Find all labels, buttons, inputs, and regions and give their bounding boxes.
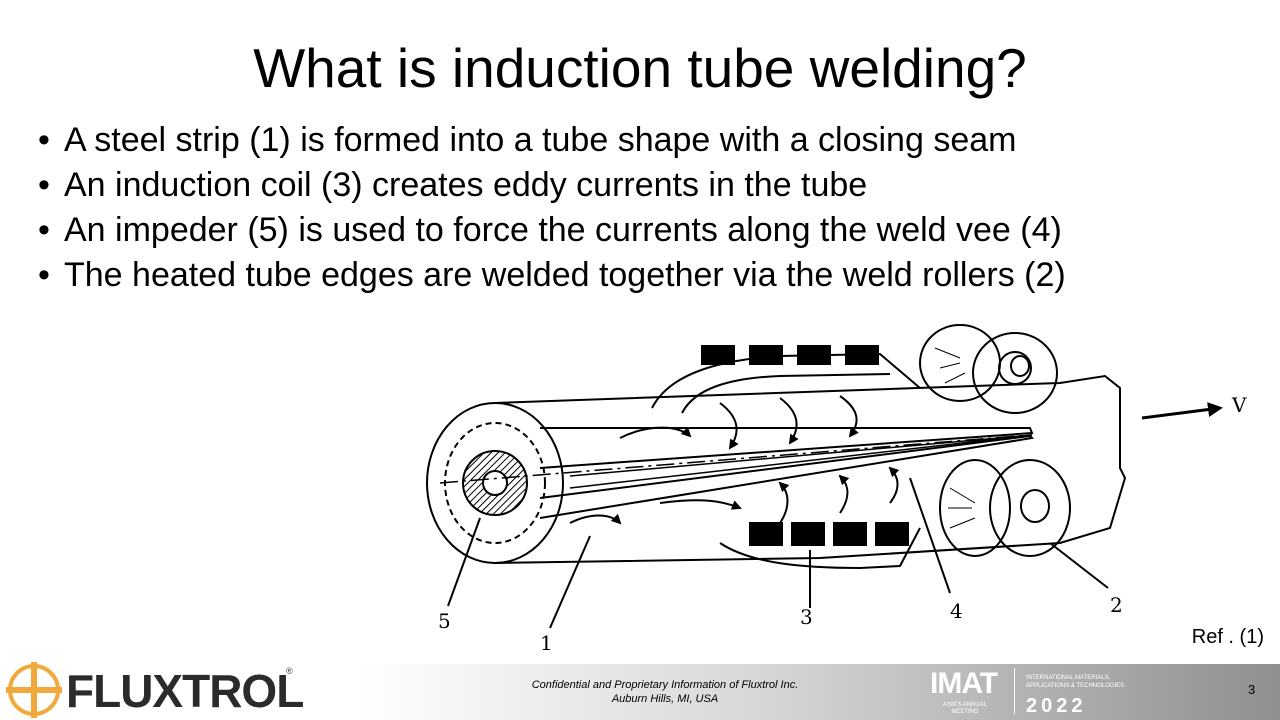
coil-block: [797, 345, 831, 365]
imat-main-text: IMAT: [930, 667, 998, 700]
coil-lower: [719, 527, 921, 570]
imat-intl-text: INTERNATIONAL MATERIALS, APPLICATIONS & …: [1026, 674, 1156, 690]
slide-title: What is induction tube welding?: [253, 37, 1027, 99]
label-velocity: V: [1231, 393, 1247, 417]
coil-block: [701, 345, 735, 365]
imat-sub-text: ASM'S ANNUAL MEETING: [943, 702, 987, 715]
bullet-glyph: •: [38, 211, 50, 249]
confidential-notice: Confidential and Proprietary Information…: [470, 678, 860, 706]
coil-block: [749, 522, 783, 546]
footer-bar: [0, 664, 1280, 720]
logo-text: FLUXTROL: [66, 665, 304, 717]
tube-body: [494, 374, 1127, 564]
bullet-text: An impeder (5) is used to force the curr…: [64, 211, 1062, 249]
imat-intl-line2: APPLICATIONS & TECHNOLOGIES: [1026, 683, 1125, 689]
bullet-item: • An induction coil (3) creates eddy curr…: [38, 163, 1238, 208]
label-coil: 3: [800, 605, 813, 629]
bullet-glyph: •: [38, 121, 50, 159]
coil-block: [875, 522, 909, 546]
bullet-item: • An impeder (5) is used to force the cur…: [38, 208, 1238, 253]
bullet-glyph: •: [38, 166, 50, 204]
confidential-line2: Auburn Hills, MI, USA: [611, 693, 719, 705]
label-impeder: 5: [438, 609, 451, 633]
bullet-glyph: •: [38, 256, 50, 294]
bullet-text: A steel strip (1) is formed into a tube …: [64, 121, 1017, 159]
imat-year: 2022: [1026, 695, 1087, 717]
bullet-text: The heated tube edges are welded togethe…: [64, 256, 1066, 294]
weld-roller-lower: [939, 459, 1011, 557]
imat-intl-line1: INTERNATIONAL MATERIALS,: [1026, 675, 1111, 681]
reference-note: Ref . (1): [1191, 626, 1264, 648]
bullet-item: • A steel strip (1) is formed into a tube…: [38, 118, 1238, 163]
imat-divider: [1014, 668, 1015, 714]
weld-vee: [569, 434, 1033, 489]
coil-block: [791, 522, 825, 546]
fluxtrol-logo-icon: [6, 662, 62, 718]
bullet-item: • The heated tube edges are welded togeth…: [38, 253, 1238, 298]
label-vee: 4: [950, 599, 963, 623]
confidential-line1: Confidential and Proprietary Information…: [531, 679, 799, 691]
bullet-list: • A steel strip (1) is formed into a tube…: [38, 118, 1238, 298]
coil-block: [833, 522, 867, 546]
coil-block: [749, 345, 783, 365]
induction-welding-diagram: 5 1 3 4 2 V: [426, 324, 1247, 655]
page-number: 3: [1248, 682, 1256, 697]
coil-block: [845, 345, 879, 365]
bullet-text: An induction coil (3) creates eddy curre…: [64, 166, 868, 204]
label-rollers: 2: [1110, 593, 1123, 617]
velocity-arrow: [1141, 402, 1223, 420]
label-strip: 1: [540, 631, 553, 655]
logo-registered: ®: [286, 666, 293, 676]
